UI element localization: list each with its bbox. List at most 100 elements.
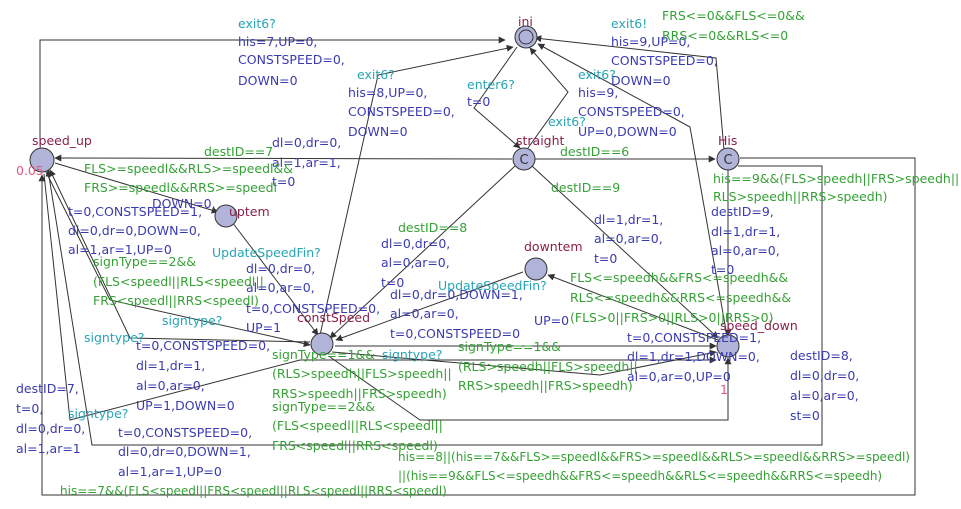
edge-label: destID==6: [560, 144, 629, 159]
speed-up-invariant: 0.05: [16, 163, 44, 178]
edge-label: t=0: [272, 174, 295, 189]
edge-label: al=0,ar=0,: [594, 231, 663, 246]
edge-his-to-speeddown[interactable]: [38, 157, 916, 496]
edge-label: al=0,ar=0,: [381, 255, 450, 270]
edge-label: RLS>speedh||RRS>speedh): [713, 189, 888, 204]
edge-his-loop[interactable]: [45, 165, 823, 446]
edge-label: dl=0,dr=0,DOWN=1,: [118, 444, 251, 459]
edge-label: enter6?: [467, 77, 515, 92]
edge-constspeed-to-speedup[interactable]: [49, 169, 311, 343]
edge-label: t=0,CONSTSPEED=1,: [627, 330, 761, 345]
name-downtem: downtem: [524, 239, 583, 254]
edge-label: his=8,UP=0,: [348, 85, 427, 100]
edge-ini-to-straight[interactable]: [473, 46, 521, 149]
edge-label: destID==8: [398, 220, 467, 235]
node-his[interactable]: C: [716, 147, 740, 171]
edge-label: t=0,CONSTSPEED=0,: [118, 425, 252, 440]
edge-straight-to-speedup[interactable]: [54, 154, 513, 162]
edge-label: his==9&&(FLS>speedh||FRS>speedh||: [713, 171, 959, 186]
edge-label: exit6!: [611, 16, 647, 31]
edge-label: dl=1,dr=1,: [711, 224, 780, 239]
edge-speeddown-to-ini[interactable]: [537, 43, 728, 337]
edge-labels: exit6? his=7,UP=0, CONSTSPEED=0, DOWN=0 …: [16, 8, 959, 498]
edge-label: signType==2&&: [272, 399, 375, 414]
name-speed-up: speed_up: [32, 133, 92, 148]
edge-label: t=0: [594, 251, 617, 266]
edge-label: (FLS<speedl||RLS<speedl||: [272, 418, 443, 433]
edge-speedup-speeddown-bottom[interactable]: [43, 173, 717, 421]
edge-label: his==7&&(FLS<speedl||FRS<speedl||RLS<spe…: [60, 484, 447, 498]
edge-constspeed-to-ini[interactable]: [319, 44, 514, 336]
node-constspeed[interactable]: [310, 332, 334, 356]
node-downtem[interactable]: [524, 257, 548, 281]
edge-label: dl=1,dr=1,DOWN=0,: [627, 349, 760, 364]
edge-speedup-constspeed-loop[interactable]: [45, 171, 311, 348]
edge-label: signType==1&&: [458, 339, 561, 354]
edge-straight-to-constspeed[interactable]: [329, 165, 516, 339]
edge-label: CONSTSPEED=0,: [348, 104, 455, 119]
edge-label: DOWN=0: [238, 73, 298, 88]
name-ini: ini: [518, 14, 533, 29]
edge-label: al=1,ar=1,: [272, 155, 341, 170]
name-constspeed: constSpeed: [297, 310, 370, 325]
edge-label: his=9,UP=0,: [611, 34, 690, 49]
edge-speeddown-to-downtem[interactable]: [547, 273, 719, 341]
edge-label: CONSTSPEED=0,: [611, 53, 718, 68]
edge-label: dl=0,dr=0,: [246, 261, 315, 276]
edge-label: FRS<speedl||RRS<speedl): [272, 438, 438, 453]
edge-label: al=0,ar=0,: [246, 280, 315, 295]
edge-label: exit6?: [238, 16, 276, 31]
edge-constspeed-speeddown-bottom[interactable]: [329, 356, 732, 421]
edge-label: dl=0,dr=0,DOWN=0,: [68, 223, 201, 238]
node-straight[interactable]: C: [512, 147, 536, 171]
edge-label: al=1,ar=1: [16, 441, 81, 456]
edge-label: UP=1,DOWN=0: [136, 398, 235, 413]
edge-speedup-to-uptem[interactable]: [54, 162, 219, 214]
edge-uptem-to-constspeed[interactable]: [231, 221, 319, 336]
edge-straight-to-ini[interactable]: [527, 47, 569, 149]
node-ini[interactable]: [514, 25, 538, 49]
edge-label: dl=0,dr=0,DOWN=1,: [390, 287, 523, 302]
edge-label: dl=1,dr=1,: [136, 358, 205, 373]
edge-label: his=7,UP=0,: [238, 34, 317, 49]
edge-label: RRS>speedh||FRS>speedh): [458, 378, 633, 393]
edge-label: t=0: [711, 262, 734, 277]
edge-label: dl=0,dr=0,: [381, 236, 450, 251]
edge-label: FLS<=speedh&&FRS<=speedh&&: [570, 270, 788, 285]
edge-label: destID=8,: [790, 348, 853, 363]
edge-label: FRS<=0&&FLS<=0&&: [662, 8, 805, 23]
edge-label: destID==9: [551, 180, 620, 195]
edge-label: signtype?: [382, 347, 442, 362]
edge-label: al=0,ar=0,UP=0: [627, 369, 731, 384]
edge-speedup-to-ini[interactable]: [39, 36, 506, 145]
svg-text:C: C: [519, 153, 528, 168]
edge-label: RLS<=speedh&&RRS<=speedh&&: [570, 290, 791, 305]
edge-label: UP=0: [534, 313, 569, 328]
edge-label: FRS>=speedl&&RRS>=speedl: [84, 180, 277, 195]
speed-down-invariant: 1: [720, 382, 728, 397]
name-speed-down: speed_down: [720, 318, 798, 333]
edge-his-to-ini[interactable]: [534, 35, 725, 151]
edge-straight-to-speeddown[interactable]: [531, 165, 719, 339]
edge-label: dl=1,dr=1,: [594, 212, 663, 227]
edge-label: destID==7: [204, 144, 273, 159]
edge-label: DOWN=0,: [152, 196, 216, 211]
edge-label: dl=0,dr=0,: [790, 368, 859, 383]
edge-label: al=0,ar=0,: [790, 388, 859, 403]
edge-label: CONSTSPEED=0,: [238, 52, 345, 67]
node-speed-up[interactable]: [29, 147, 55, 173]
node-speed-down[interactable]: [716, 334, 740, 358]
edge-label: al=0,ar=0,: [711, 243, 780, 258]
edge-label: signType==2&&: [93, 254, 196, 269]
node-uptem[interactable]: [214, 204, 238, 228]
node-names: ini straight His speed_up 0.05 uptem dow…: [16, 14, 798, 397]
edge-downtem-to-constspeed[interactable]: [335, 271, 524, 342]
edge-label: al=1,ar=1,UP=0: [68, 242, 172, 257]
edge-label: UpdateSpeedFin?: [438, 278, 547, 293]
edge-label: dl=0,dr=0,: [272, 135, 341, 150]
edge-label: signtype?: [68, 406, 128, 421]
edge-label: exit6?: [548, 114, 586, 129]
edge-label: t=0,CONSTSPEED=0: [390, 326, 520, 341]
edge-label: t=0,: [16, 401, 43, 416]
